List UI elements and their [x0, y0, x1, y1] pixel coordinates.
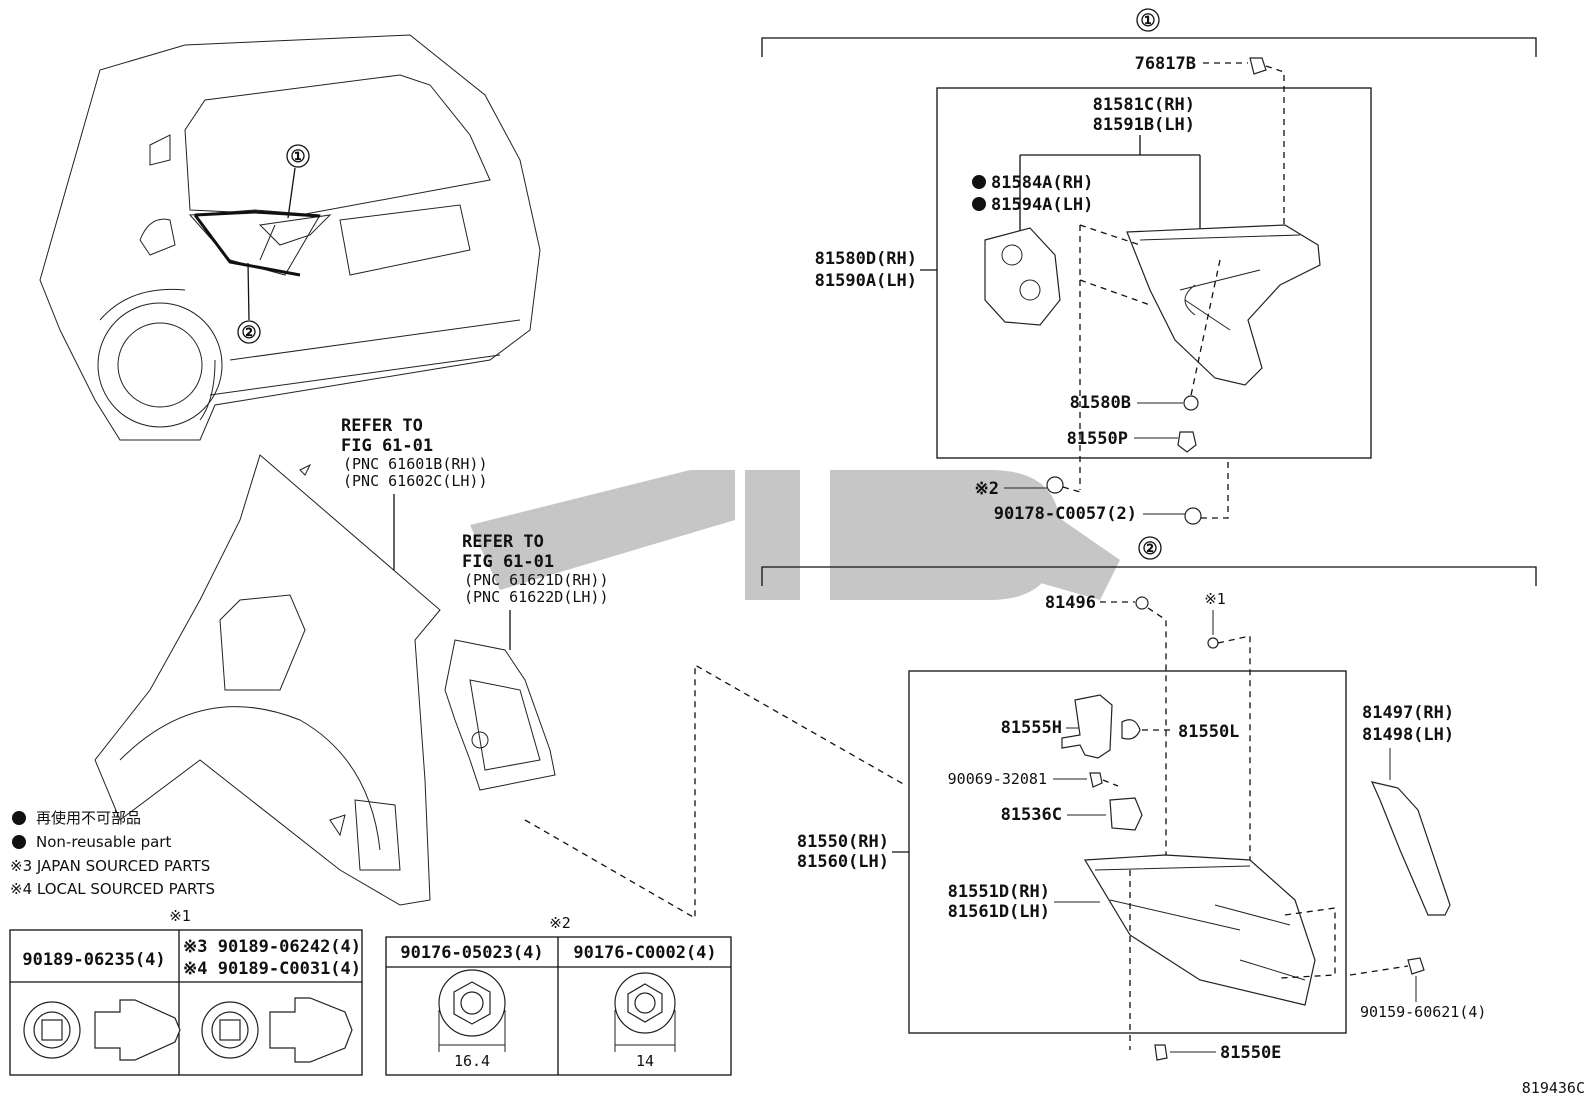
part-81584A-gasket [984, 227, 1061, 326]
group1-bracket [761, 37, 1537, 57]
part-note1-clip [1207, 637, 1219, 649]
group2-callout-circle [1138, 536, 1162, 560]
non-reusable-dot-81594A [972, 197, 986, 211]
label-81496: 81496 [1045, 593, 1096, 613]
table2 [385, 936, 732, 1076]
label-note2: ※2 [975, 479, 999, 499]
group1-callout-circle [1136, 8, 1160, 32]
label-note1: ※1 [1204, 590, 1226, 608]
label-81581C: 81581C(RH) [1093, 95, 1195, 115]
nut-icon-2 [614, 972, 676, 1052]
label-81551D: 81551D(RH) [948, 882, 1050, 902]
table1-col2a: ※3 90189-06242(4) [183, 937, 361, 957]
part-90178 [1184, 507, 1202, 525]
label-81497: 81497(RH) [1362, 703, 1454, 723]
part-90159 [1407, 957, 1425, 975]
label-81594A: 81594A(LH) [991, 195, 1093, 215]
refer-left-line2: FIG 61-01 [341, 436, 433, 456]
label-81550P: 81550P [1067, 429, 1128, 449]
part-note2-nut [1046, 476, 1064, 494]
label-81550: 81550(RH) [797, 832, 889, 852]
legend-item1: 再使用不可部品 [36, 809, 141, 827]
part-81580B [1183, 395, 1199, 411]
group2-callout: ② [1142, 539, 1157, 559]
table1-col1: 90189-06235(4) [22, 950, 165, 970]
label-81561D: 81561D(LH) [948, 902, 1050, 922]
label-81590A: 81590A(LH) [815, 271, 917, 291]
callout-2-label: ② [241, 323, 256, 343]
part-81550-lamp [1083, 854, 1316, 1006]
label-81584A: 81584A(RH) [991, 173, 1093, 193]
refer-mid-line3: (PNC 61621D(RH)) [464, 571, 609, 589]
label-81550E: 81550E [1220, 1043, 1281, 1063]
legend-item3: ※3 JAPAN SOURCED PARTS [10, 857, 210, 875]
car-rear-illustration [39, 34, 541, 441]
label-90069: 90069-32081 [948, 770, 1047, 788]
refer-mid-line2: FIG 61-01 [462, 552, 554, 572]
non-reusable-dot-81584A [972, 175, 986, 189]
callout-1-label: ① [290, 147, 305, 167]
table2-dim1: 16.4 [454, 1052, 490, 1070]
table2-col1: 90176-05023(4) [400, 943, 543, 963]
diagram-id: 819436C [1522, 1079, 1585, 1097]
part-81550L-bulb [1121, 719, 1141, 740]
non-reusable-dot-jp [12, 811, 26, 825]
refer-left-line4: (PNC 61602C(LH)) [343, 472, 488, 490]
label-81555H: 81555H [1001, 718, 1062, 738]
non-reusable-dot-en [12, 835, 26, 849]
table2-note: ※2 [549, 914, 571, 932]
table2-col2: 90176-C0002(4) [573, 943, 716, 963]
clip-icon-2 [201, 997, 353, 1063]
label-81591B: 81591B(LH) [1093, 115, 1195, 135]
refer-left-line3: (PNC 61601B(RH)) [343, 455, 488, 473]
label-81536C: 81536C [1001, 805, 1062, 825]
part-90069 [1089, 772, 1103, 788]
label-90159: 90159-60621(4) [1360, 1003, 1486, 1021]
label-76817B: 76817B [1135, 54, 1196, 74]
callout-circle-1 [286, 144, 310, 168]
clip-icon-1 [23, 999, 181, 1061]
refer-mid-line1: REFER TO [462, 532, 544, 552]
callout-circle-2 [237, 320, 261, 344]
group1-box [936, 87, 1372, 459]
legend-item4: ※4 LOCAL SOURCED PARTS [10, 880, 215, 898]
refer-left-line1: REFER TO [341, 416, 423, 436]
part-81536C [1109, 797, 1143, 831]
part-81580D-lamp [1126, 224, 1321, 386]
label-90178: 90178-C0057(2) [994, 504, 1137, 524]
part-81555H [1061, 694, 1113, 759]
label-81498: 81498(LH) [1362, 725, 1454, 745]
legend-item2: Non-reusable part [36, 833, 171, 851]
part-81550E [1154, 1044, 1168, 1061]
part-81496 [1135, 596, 1149, 610]
quarter-panel-illustration [94, 454, 441, 906]
group1-callout: ① [1140, 11, 1155, 31]
nut-icon-1 [438, 969, 506, 1052]
label-81580D: 81580D(RH) [815, 249, 917, 269]
refer-mid-line4: (PNC 61622D(LH)) [464, 588, 609, 606]
table2-dim2: 14 [636, 1052, 654, 1070]
part-81550P [1177, 431, 1197, 453]
table1 [9, 929, 363, 1076]
label-81560: 81560(LH) [797, 852, 889, 872]
label-81550L: 81550L [1178, 722, 1239, 742]
table1-note: ※1 [169, 907, 191, 925]
label-81580B: 81580B [1070, 393, 1131, 413]
group2-bracket [761, 566, 1537, 586]
part-81497-trim [1370, 781, 1451, 916]
inner-panel-illustration [444, 639, 556, 791]
table1-col2b: ※4 90189-C0031(4) [183, 959, 361, 979]
part-76817B [1249, 57, 1267, 75]
